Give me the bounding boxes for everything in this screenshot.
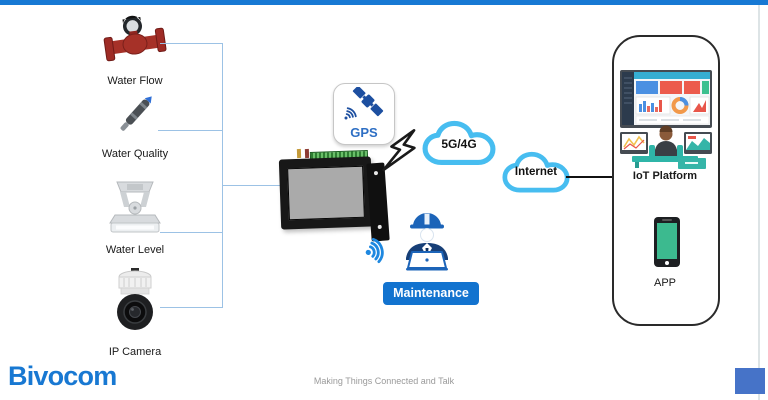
antenna-connector-icon (296, 148, 302, 159)
sensor-label: Water Flow (107, 75, 163, 87)
bivocom-logo: Bivocom (8, 361, 117, 391)
screw-icon (373, 170, 379, 176)
line-sensor-bus (222, 43, 223, 308)
dashboard-operator-icon (620, 70, 712, 175)
sensor-water-quality: Water Quality (93, 90, 177, 160)
cellular-label: 5G/4G (441, 137, 477, 151)
phone-screen (657, 223, 677, 259)
cloud-icon (422, 120, 496, 166)
top-accent-bar (0, 0, 768, 5)
gps-satellite-icon (338, 85, 390, 127)
wifi-signal-icon (362, 232, 394, 273)
line-water-quality (158, 130, 222, 131)
water-quality-probe-icon (108, 96, 162, 144)
sensor-water-level: Water Level (93, 180, 177, 256)
gateway-screen (287, 165, 365, 221)
line-internet-to-platform (566, 176, 612, 178)
engineer-laptop-icon (398, 210, 456, 279)
cellular-cloud: 5G/4G (422, 120, 496, 172)
ip-camera-icon (112, 268, 158, 342)
line-water-level (160, 232, 222, 233)
sensor-water-flow: Water Flow (93, 13, 177, 87)
lightning-bolt-icon (382, 127, 421, 180)
line-ip-camera (160, 307, 222, 308)
sensor-label: IP Camera (108, 346, 162, 358)
phone-home-button (665, 261, 669, 265)
corner-accent-square (735, 368, 765, 394)
sensor-label: Water Level (105, 244, 165, 256)
footer-tagline: Making Things Connected and Talk (313, 376, 455, 386)
sensor-label: Water Quality (101, 148, 169, 160)
app-label: APP (653, 277, 676, 289)
sensor-ip-camera: IP Camera (93, 268, 177, 358)
water-flow-meter-icon (102, 15, 168, 71)
maintenance-badge: Maintenance (383, 282, 479, 305)
phone-speaker (662, 219, 672, 221)
gps-label: GPS (350, 125, 378, 140)
internet-label: Internet (514, 166, 558, 178)
water-level-sensor-icon (102, 181, 168, 240)
line-water-flow (160, 43, 222, 44)
screw-icon (377, 224, 382, 230)
antenna-connector-icon (304, 148, 310, 159)
smartphone-icon (654, 217, 680, 267)
line-bus-to-gateway (222, 185, 280, 186)
internet-cloud: Internet (502, 151, 570, 199)
iot-platform-label: IoT Platform (632, 170, 698, 182)
slide-edge-line (758, 5, 760, 400)
gps-badge: GPS (333, 83, 395, 145)
